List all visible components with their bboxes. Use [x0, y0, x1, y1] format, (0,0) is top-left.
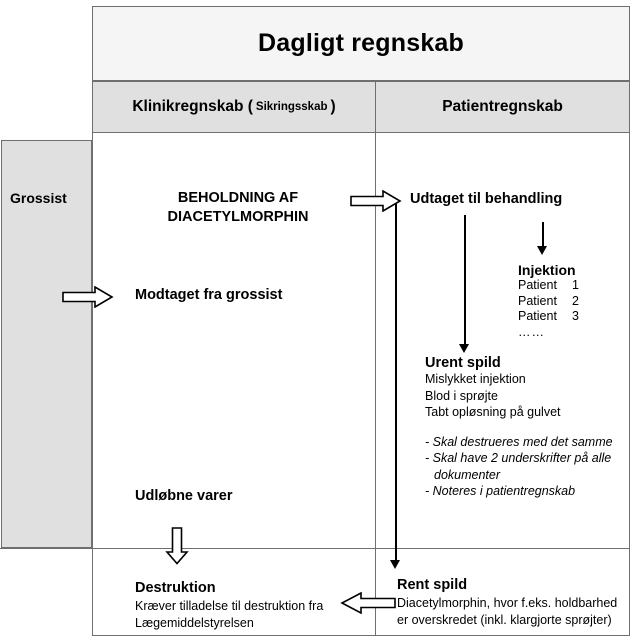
dirty-waste-note: - Skal have 2 underskrifter på alle — [425, 451, 612, 465]
injection-block: Injektion Patient 1 Patient 2 Patient 3 … — [518, 262, 579, 340]
received-from-wholesaler-label: Modtaget fra grossist — [135, 287, 283, 303]
stock-heading: BEHOLDNING AF DIACETYLMORPHIN — [118, 189, 358, 227]
grossist-label: Grossist — [10, 190, 67, 206]
patient-name: Patient — [518, 278, 557, 292]
arrow-down-icon — [459, 344, 469, 353]
patient-number: 3 — [572, 309, 579, 323]
block-arrow-left-icon — [340, 592, 396, 614]
dirty-waste-title: Urent spild — [425, 355, 501, 371]
page-title: Dagligt regnskab — [257, 29, 465, 57]
dirty-waste-line: Tabt opløsning på gulvet — [425, 405, 561, 419]
destruction-block: Destruktion Kræver tilladelse til destru… — [135, 580, 370, 632]
horizontal-divider — [0, 548, 630, 549]
arrow-down-withdrawn-to-dirty-shaft — [464, 215, 466, 348]
patient-row: Patient 3 — [518, 309, 579, 325]
column-header-klinikregnskab: Klinikregnskab ( Sikringsskab ) — [93, 82, 376, 132]
withdrawn-for-treatment-label: Udtaget til behandling — [410, 191, 563, 207]
grossist-box — [1, 140, 92, 548]
patient-row: Patient 2 — [518, 294, 579, 310]
clean-waste-block: Rent spild Diacetylmorphin, hvor f.eks. … — [397, 577, 635, 629]
diagram-title-bar: Dagligt regnskab — [92, 6, 630, 81]
block-arrow-right-icon — [350, 190, 402, 212]
arrow-down-withdrawn-to-injection-shaft — [542, 222, 544, 250]
column-header-klinikregnskab-sub: Sikringsskab — [255, 101, 328, 113]
column-divider — [375, 133, 376, 636]
column-header-bar: Klinikregnskab ( Sikringsskab ) Patientr… — [92, 81, 630, 133]
clean-waste-desc-line2: er overskredet (inkl. klargjorte sprøjte… — [397, 613, 612, 627]
patient-row: Patient 1 — [518, 278, 579, 294]
arrow-down-withdrawn-to-clean-shaft — [395, 204, 397, 564]
clean-waste-title: Rent spild — [397, 577, 468, 593]
column-header-patientregnskab-label: Patientregnskab — [442, 98, 563, 115]
block-arrow-down-icon — [165, 527, 189, 565]
patient-name: Patient — [518, 309, 557, 323]
arrow-down-icon — [537, 246, 547, 255]
destruction-desc-line2: Lægemiddelstyrelsen — [135, 616, 254, 630]
expired-goods-label: Udløbne varer — [135, 488, 233, 504]
injection-title: Injektion — [518, 262, 576, 278]
stock-heading-line1: BEHOLDNING AF — [177, 190, 299, 206]
dirty-waste-line: Blod i sprøjte — [425, 388, 498, 403]
patient-list-ellipsis: …… — [518, 324, 545, 339]
dirty-waste-note-continuation: dokumenter — [434, 467, 501, 482]
block-arrow-right-icon — [62, 286, 114, 308]
destruction-title: Destruktion — [135, 580, 216, 596]
dirty-waste-line: Mislykket injektion — [425, 372, 526, 386]
patient-name: Patient — [518, 293, 557, 308]
clean-waste-desc-line1: Diacetylmorphin, hvor f.eks. holdbarhed — [397, 596, 618, 610]
destruction-desc-line1: Kræver tilladelse til destruktion fra — [135, 599, 324, 613]
stock-heading-line2: DIACETYLMORPHIN — [167, 209, 309, 225]
column-header-klinikregnskab-close: ) — [330, 98, 336, 115]
column-header-patientregnskab: Patientregnskab — [376, 82, 629, 132]
dirty-waste-block: Urent spild Mislykket injektion Blod i s… — [425, 355, 630, 500]
dirty-waste-note: - Noteres i patientregnskab — [425, 484, 576, 498]
patient-number: 1 — [572, 278, 579, 292]
patient-number: 2 — [572, 293, 579, 308]
column-header-klinikregnskab-main: Klinikregnskab ( — [132, 98, 253, 115]
arrow-down-icon — [390, 560, 400, 569]
dirty-waste-note: - Skal destrueres med det samme — [425, 434, 613, 449]
